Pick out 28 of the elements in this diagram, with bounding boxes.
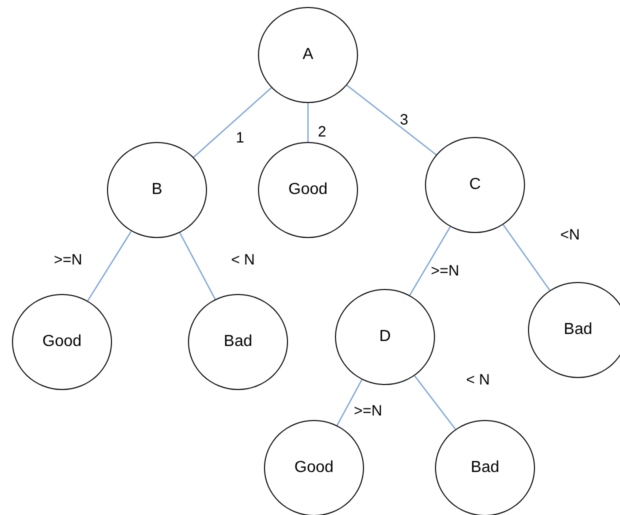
connector-line [87,230,132,302]
node-label: Good [42,333,82,351]
edge-label: < N [466,372,490,388]
connector-line [409,226,451,296]
connector-line [193,87,272,158]
edge-label: <N [560,226,580,244]
edge-label: 1 [236,130,244,146]
node-label: Bad [224,333,252,351]
connector-line [336,379,362,426]
node-label: Bad [564,321,592,339]
node-label: B [152,181,162,199]
node-label: C [469,176,481,194]
connector-line [346,84,437,156]
edge-label: 3 [400,112,408,128]
edge-label: >=N [430,262,460,280]
edge-label: >=N [54,252,82,268]
node-label: Bad [470,459,500,477]
edge-label: 2 [318,124,326,140]
connector-line [307,103,309,142]
connector-line [414,375,456,430]
edge-label: >=N [354,402,382,420]
edge-label: < N [231,252,255,268]
node-label: A [302,46,314,64]
node-label: D [379,328,391,346]
connector-line [179,232,216,300]
node-label: Good [294,459,334,477]
connector-line [502,224,550,291]
node-label: Good [288,181,328,199]
